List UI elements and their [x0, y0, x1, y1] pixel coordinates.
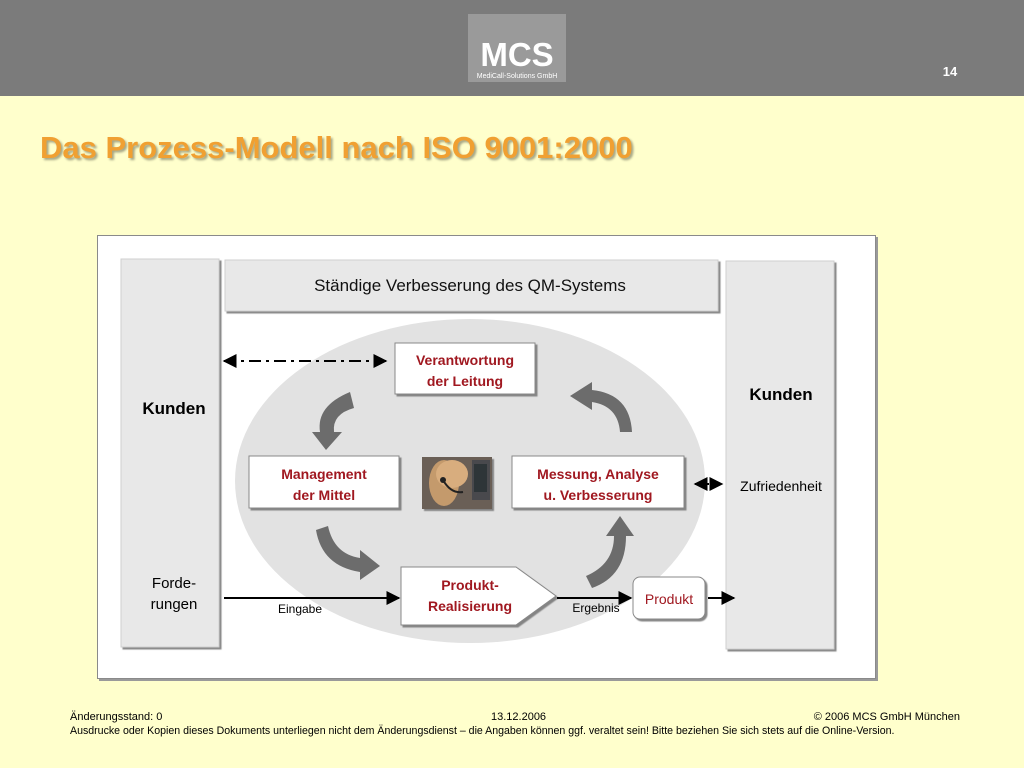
right-panel-label: Zufriedenheit [740, 478, 822, 494]
disclaimer-text: Ausdrucke oder Kopien dieses Dokuments u… [70, 725, 895, 737]
logo-mark: MCS [480, 36, 554, 73]
realization-box [400, 566, 557, 626]
operator-photo [422, 457, 492, 509]
page-number: 14 [942, 64, 958, 79]
responsibility-line1: Verantwortung [416, 352, 514, 368]
responsibility-line2: der Leitung [427, 373, 503, 389]
realization-line2: Realisierung [428, 598, 512, 614]
cycle-arrow-to-responsibility [570, 382, 632, 432]
right-panel-title: Kunden [749, 385, 812, 404]
realization-line1: Produkt- [441, 577, 499, 593]
output-label: Ergebnis [572, 601, 619, 615]
product-label: Produkt [645, 591, 693, 607]
improvement-banner-label: Ständige Verbesserung des QM-Systems [314, 276, 626, 295]
responsibility-box [394, 342, 536, 395]
cycle-arrow-to-realization [316, 526, 380, 580]
date-text: 13.12.2006 [491, 711, 547, 723]
cycle-arrow-to-management [312, 392, 354, 450]
process-model-diagram: Ständige Verbesserung des QM-Systems Kun… [120, 258, 835, 650]
slide-title: Das Prozess-Modell nach ISO 9001:2000 [40, 130, 633, 165]
revision-text: Änderungsstand: 0 [70, 711, 163, 723]
diagram-frame: Ständige Verbesserung des QM-Systems Kun… [97, 235, 876, 679]
left-panel-bottom-line1: Forde- [152, 575, 196, 592]
product-box [632, 576, 706, 620]
right-customer-panel [725, 260, 835, 650]
mcs-logo: MCS MediCall-Solutions GmbH [468, 14, 566, 82]
left-panel-title: Kunden [142, 399, 205, 418]
management-box [248, 455, 400, 509]
management-line1: Management [281, 466, 367, 482]
header-bar: MCS MediCall-Solutions GmbH 14 [0, 0, 1024, 96]
left-customer-panel [120, 258, 220, 648]
improvement-banner [224, 259, 719, 312]
left-panel-bottom-line2: rungen [151, 596, 198, 613]
cycle-arrow-to-measurement [586, 516, 634, 588]
measurement-box [511, 455, 685, 509]
management-line2: der Mittel [293, 487, 355, 503]
measurement-line2: u. Verbesserung [544, 487, 653, 503]
measurement-line1: Messung, Analyse [537, 466, 659, 482]
input-label: Eingabe [278, 602, 322, 616]
copyright-text: © 2006 MCS GmbH München [813, 711, 960, 723]
logo-subtitle: MediCall-Solutions GmbH [476, 73, 558, 80]
